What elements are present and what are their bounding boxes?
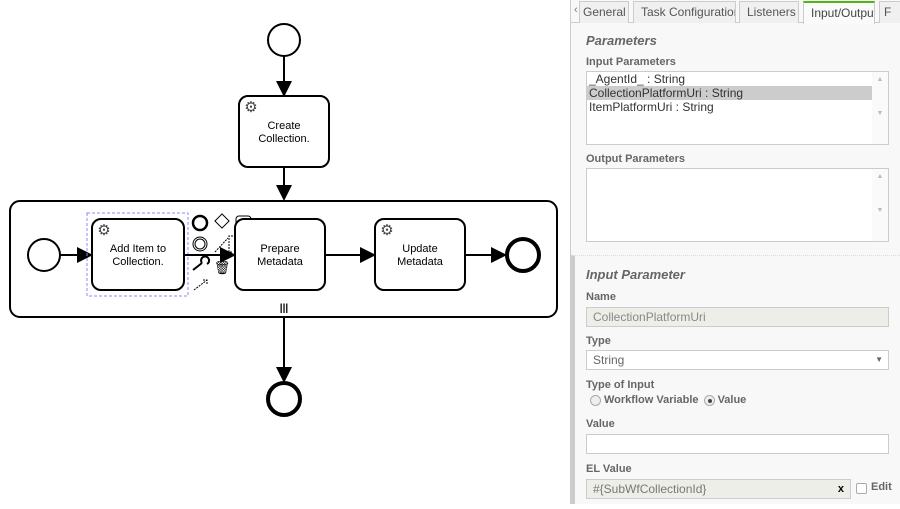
tab-listeners[interactable]: Listeners	[739, 1, 799, 23]
svg-text:Metadata: Metadata	[257, 256, 304, 268]
trash-icon[interactable]: 🗑	[214, 260, 231, 275]
properties-panel: ‹ General Task Configuration Listeners I…	[570, 0, 900, 504]
svg-text:Collection.: Collection.	[112, 256, 163, 268]
subprocess-start-event[interactable]	[27, 238, 61, 272]
value-label: Value	[586, 418, 615, 430]
task-label: Add Item to	[110, 243, 166, 255]
type-label: Type	[586, 335, 611, 347]
edit-label: Edit	[871, 481, 892, 493]
list-item[interactable]: ItemPlatformUri : String	[589, 100, 714, 114]
task-label: Collection.	[258, 133, 309, 145]
multi-instance-marker: |||	[280, 303, 289, 314]
tab-task-configuration[interactable]: Task Configuration	[633, 1, 736, 23]
task-label: Create	[267, 120, 300, 132]
tab-input-output[interactable]: Input/Output	[803, 1, 875, 24]
radio-label: Workflow Variable	[604, 394, 699, 406]
task-create-collection[interactable]: ⚙ Create Collection.	[238, 95, 330, 168]
svg-text:Collection.: Collection.	[258, 133, 309, 145]
task-update-metadata[interactable]: ⚙ Update Metadata	[374, 218, 466, 291]
svg-text:Add Item to: Add Item to	[110, 243, 166, 255]
list-item[interactable]: CollectionPlatformUri : String	[587, 86, 873, 100]
start-event[interactable]	[267, 23, 301, 57]
input-parameters-list[interactable]: _AgentId_ : String CollectionPlatformUri…	[586, 71, 889, 145]
task-label: Metadata	[257, 256, 304, 268]
name-field[interactable]: CollectionPlatformUri	[586, 307, 889, 327]
input-parameter-heading: Input Parameter	[586, 267, 685, 282]
el-value: #{SubWfCollectionId}	[593, 482, 707, 496]
value-input[interactable]	[586, 434, 889, 454]
task-label: Update	[402, 243, 437, 255]
task-add-item-to-collection[interactable]: ⚙ Add Item to Collection.	[91, 218, 185, 291]
svg-text:Update: Update	[402, 243, 437, 255]
input-parameters-label: Input Parameters	[586, 56, 676, 68]
task-label: Metadata	[397, 256, 444, 268]
task-prepare-metadata[interactable]: Prepare Metadata	[234, 218, 326, 291]
tab-general[interactable]: General	[579, 1, 629, 23]
chevron-down-icon: ▼	[875, 355, 883, 364]
connect-icon[interactable]	[193, 279, 208, 291]
type-select[interactable]: String ▼	[586, 350, 889, 370]
type-value: String	[593, 353, 625, 367]
el-value-label: EL Value	[586, 463, 632, 475]
intermediate-event-icon[interactable]	[192, 236, 208, 252]
tab-bar: ‹ General Task Configuration Listeners I…	[571, 0, 900, 24]
task-label: Prepare	[260, 243, 299, 255]
tab-next[interactable]: F	[879, 1, 900, 23]
gear-icon: ⚙	[97, 222, 110, 239]
svg-text:Metadata: Metadata	[397, 256, 444, 268]
scrollbar[interactable]: ▲▼	[872, 169, 888, 241]
radio-label: Value	[717, 394, 747, 406]
task-label: Collection.	[112, 256, 163, 268]
svg-text:Prepare: Prepare	[260, 243, 299, 255]
edit-checkbox[interactable]	[856, 483, 867, 494]
end-event[interactable]	[266, 381, 302, 417]
el-value-field[interactable]: #{SubWfCollectionId} x	[586, 479, 851, 499]
radio-workflow-variable[interactable]	[590, 394, 601, 406]
output-parameters-label: Output Parameters	[586, 153, 686, 165]
annotation-icon[interactable]	[214, 235, 233, 253]
type-of-input-radios: Workflow Variable Value	[590, 394, 746, 406]
parameters-heading: Parameters	[586, 33, 657, 48]
scrollbar[interactable]: ▲▼	[872, 72, 888, 144]
end-event-icon[interactable]	[191, 214, 209, 232]
svg-text:Create: Create	[267, 120, 300, 132]
clear-button[interactable]: x	[837, 483, 844, 495]
bpmn-canvas[interactable]: ⚙ Create Collection. ||| ⚙ Add Item to C…	[0, 0, 570, 504]
radio-value[interactable]	[703, 394, 715, 406]
input-parameter-section: Input Parameter Name CollectionPlatformU…	[571, 255, 900, 504]
output-parameters-list[interactable]: ▲▼	[586, 168, 889, 242]
tab-scroll-left[interactable]: ‹	[574, 4, 578, 16]
gear-icon: ⚙	[244, 99, 257, 116]
wrench-icon[interactable]	[192, 255, 211, 271]
subprocess-end-event[interactable]	[505, 237, 541, 273]
gateway-icon[interactable]	[214, 213, 230, 229]
name-label: Name	[586, 291, 616, 303]
type-of-input-label: Type of Input	[586, 379, 655, 391]
list-item[interactable]: _AgentId_ : String	[589, 72, 686, 86]
gear-icon: ⚙	[380, 222, 393, 239]
diagram-svg: ⚙ Create Collection. ||| ⚙ Add Item to C…	[9, 23, 558, 417]
